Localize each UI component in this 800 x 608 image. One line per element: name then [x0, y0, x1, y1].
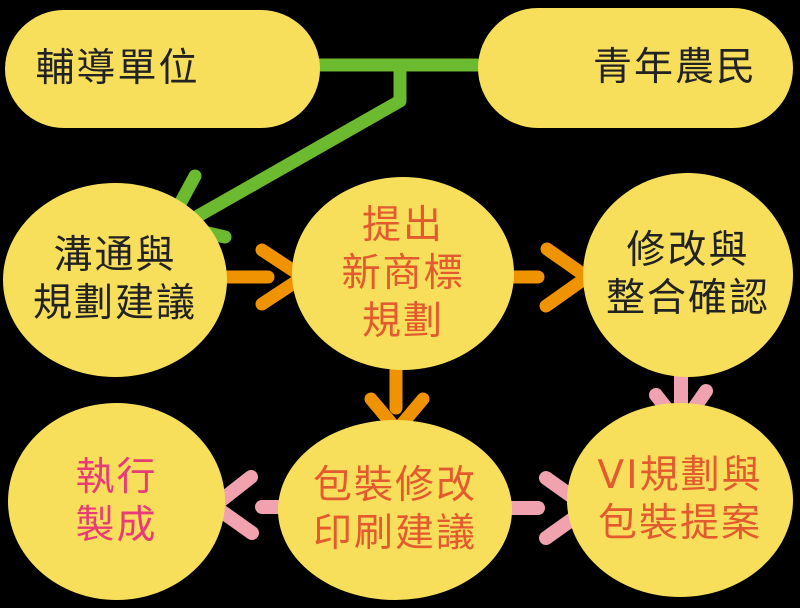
node-propose-trademark: 提出 新商標 規劃 [292, 177, 514, 370]
node-vi-packaging-proposal-line1: VI規劃與 [597, 453, 763, 498]
node-communication-planning-line2: 規劃建議 [32, 281, 197, 326]
node-guidance-unit-label: 輔導單位 [35, 46, 200, 91]
node-packaging-revision: 包裝修改 印刷建議 [278, 420, 512, 600]
node-execute-production: 執行 製成 [8, 403, 225, 600]
node-packaging-revision-line2: 印刷建議 [312, 511, 477, 556]
node-execute-production-line1: 執行 [75, 454, 158, 500]
node-propose-trademark-line2: 新商標 [341, 250, 465, 296]
node-propose-trademark-line3: 規劃 [361, 298, 444, 344]
node-revise-confirm-line2: 整合確認 [605, 276, 770, 321]
node-young-farmers: 青年農民 [478, 8, 793, 128]
node-packaging-revision-line1: 包裝修改 [312, 463, 477, 508]
node-communication-planning: 溝通與 規劃建議 [3, 183, 227, 377]
node-revise-confirm-line1: 修改與 [626, 228, 750, 273]
node-young-farmers-label: 青年農民 [592, 45, 757, 90]
node-revise-confirm: 修改與 整合確認 [583, 173, 793, 377]
node-vi-packaging-proposal-line2: 包裝提案 [597, 501, 762, 546]
orange-arrowhead-to-revise [539, 242, 594, 313]
node-vi-packaging-proposal: VI規劃與 包裝提案 [567, 403, 793, 597]
node-communication-planning-line1: 溝通與 [53, 233, 177, 278]
node-execute-production-line2: 製成 [75, 502, 158, 548]
node-propose-trademark-line1: 提出 [361, 202, 444, 248]
node-guidance-unit: 輔導單位 [5, 10, 320, 128]
